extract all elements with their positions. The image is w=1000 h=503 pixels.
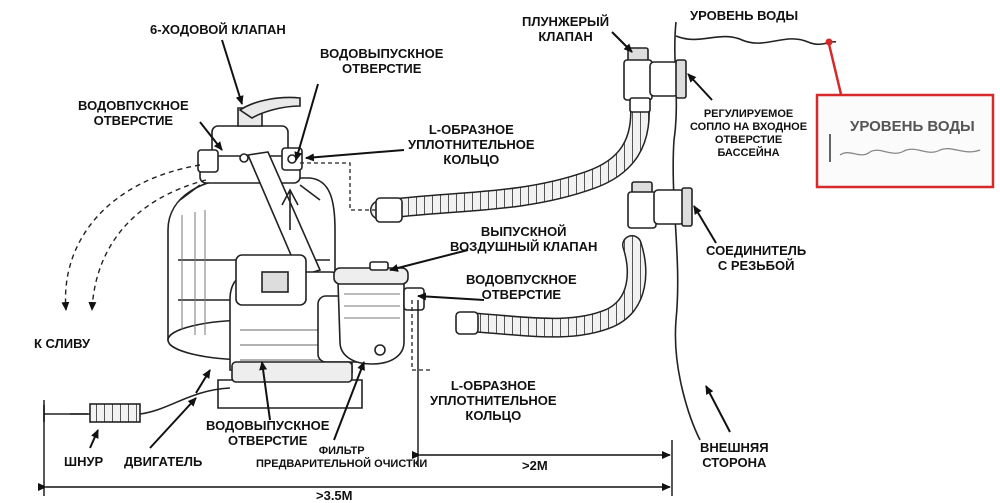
label-inlet-right: ВОДОВПУСКНОЕ ОТВЕРСТИЕ bbox=[466, 272, 577, 302]
l-ring-dashed-leader-top bbox=[300, 162, 378, 211]
label-l-ring-bottom: L-ОБРАЗНОЕ УПЛОТНИТЕЛЬНОЕ КОЛЬЦО bbox=[430, 378, 557, 423]
label-outlet-bottom: ВОДОВЫПУСКНОЕ ОТВЕРСТИЕ bbox=[206, 418, 330, 448]
label-to-drain: К СЛИВУ bbox=[34, 336, 91, 351]
lower-hose bbox=[456, 235, 647, 338]
label-prefilter: ФИЛЬТР ПРЕДВАРИТЕЛЬНОЙ ОЧИСТКИ bbox=[256, 445, 428, 470]
label-outside: ВНЕШНЯЯ СТОРОНА bbox=[700, 440, 769, 470]
drain-arrows bbox=[61, 164, 207, 311]
label-threaded-connector: СОЕДИНИТЕЛЬ С РЕЗЬБОЙ bbox=[706, 243, 807, 273]
label-plunger-valve: ПЛУНЖЕРЫЙ КЛАПАН bbox=[522, 14, 610, 44]
water-level-callout bbox=[815, 93, 995, 189]
label-l-ring-top: L-ОБРАЗНОЕ УПЛОТНИТЕЛЬНОЕ КОЛЬЦО bbox=[408, 122, 535, 167]
l-ring-dashed-leader-bottom bbox=[411, 300, 430, 371]
label-inlet-left: ВОДОВПУСКНОЕ ОТВЕРСТИЕ bbox=[78, 98, 189, 128]
callout-water-level-title: УРОВЕНЬ ВОДЫ bbox=[850, 118, 975, 135]
leader-arrows bbox=[89, 31, 731, 449]
label-six-way-valve: 6-ХОДОВОЙ КЛАПАН bbox=[150, 22, 286, 37]
label-outlet-top: ВОДОВЫПУСКНОЕ ОТВЕРСТИЕ bbox=[320, 46, 444, 76]
label-water-level: УРОВЕНЬ ВОДЫ bbox=[690, 8, 799, 23]
label-air-release-valve: ВЫПУСКНОЙ ВОЗДУШНЫЙ КЛАПАН bbox=[450, 224, 598, 254]
water-level-marker bbox=[825, 38, 833, 46]
label-cord: ШНУР bbox=[64, 454, 104, 469]
label-motor: ДВИГАТЕЛЬ bbox=[124, 454, 203, 469]
label-dist-2m: >2M bbox=[522, 458, 548, 473]
label-dist-3-5m: >3.5M bbox=[316, 488, 353, 503]
upper-hose bbox=[370, 102, 650, 220]
plunger-valve-top bbox=[623, 47, 687, 113]
prefilter-housing bbox=[333, 261, 425, 365]
label-adjustable-nozzle: РЕГУЛИРУЕМОЕ СОПЛО НА ВХОДНОЕ ОТВЕРСТИЕ … bbox=[690, 108, 808, 159]
lower-hose-fitting bbox=[455, 311, 479, 335]
upper-hose-fitting bbox=[375, 197, 403, 223]
power-cord bbox=[43, 387, 231, 423]
valve-pipe bbox=[246, 151, 322, 277]
threaded-connector-fitting bbox=[627, 181, 693, 229]
six-way-valve-handle bbox=[237, 96, 301, 127]
dimension-lines bbox=[38, 300, 673, 496]
